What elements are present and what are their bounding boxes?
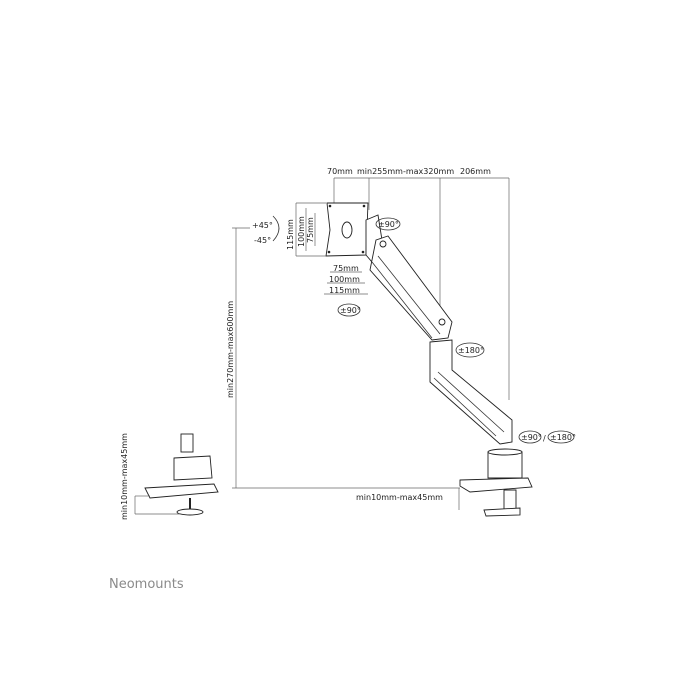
rotation-base: ±90° / ±180° bbox=[518, 430, 576, 444]
dim-vesa-75-v: 75mm bbox=[306, 217, 315, 243]
desk-clamp: min10mm-max45mm bbox=[356, 448, 533, 517]
dim-vesa-115-h: 115mm bbox=[329, 286, 360, 295]
vesa-plate: 115mm 100mm 75mm 75mm 100mm 115mm bbox=[286, 202, 369, 295]
dim-206: 206mm bbox=[460, 167, 491, 176]
svg-text:±180°: ±180° bbox=[550, 433, 576, 442]
dim-vesa-100-h: 100mm bbox=[329, 275, 360, 284]
rotation-head: ±90° bbox=[375, 217, 401, 231]
dim-vesa-75-h: 75mm bbox=[333, 264, 359, 273]
grommet-clamp: min10mm-max45mm bbox=[120, 433, 219, 520]
svg-text:±90°: ±90° bbox=[521, 433, 542, 442]
svg-text:±90°: ±90° bbox=[378, 220, 399, 229]
tilt-minus: -45° bbox=[254, 236, 271, 245]
brand-logo: Neomounts bbox=[109, 577, 184, 592]
rotation-elbow: ±180° bbox=[455, 342, 485, 358]
svg-text:±180°: ±180° bbox=[458, 346, 484, 355]
dim-desk-clamp: min10mm-max45mm bbox=[356, 493, 443, 502]
dim-vesa-115-v: 115mm bbox=[286, 219, 295, 250]
dim-reach: min255mm-max320mm bbox=[357, 167, 454, 176]
svg-text:±90°: ±90° bbox=[340, 306, 361, 315]
height-dimension: min270mm-max600mm bbox=[226, 227, 460, 489]
top-dimension: 70mm min255mm-max320mm 206mm bbox=[327, 167, 510, 400]
dim-grommet-clamp: min10mm-max45mm bbox=[120, 433, 129, 520]
dim-vesa-100-v: 100mm bbox=[297, 216, 306, 247]
tilt-plus: +45° bbox=[252, 221, 273, 230]
svg-text:/: / bbox=[543, 434, 546, 443]
arm-lower bbox=[429, 339, 513, 445]
dim-70: 70mm bbox=[327, 167, 353, 176]
tilt-indicator: +45° -45° bbox=[252, 215, 280, 245]
dim-height: min270mm-max600mm bbox=[226, 301, 235, 398]
rotation-swivel: ±90° bbox=[337, 303, 361, 317]
arm-upper bbox=[365, 214, 453, 341]
